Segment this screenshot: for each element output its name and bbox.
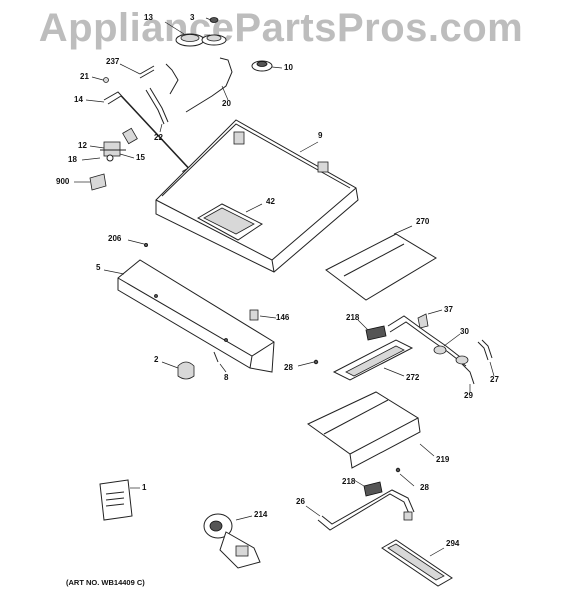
- part-13-burner[interactable]: [164, 21, 205, 47]
- part-219-oven-bottom[interactable]: [307, 391, 435, 469]
- part-218-orifice-lower[interactable]: [353, 479, 383, 497]
- callout-13: 13: [144, 13, 153, 22]
- part-206-screw[interactable]: [127, 239, 148, 247]
- callout-218-upper: 218: [346, 313, 360, 322]
- callout-8: 8: [224, 373, 229, 382]
- watermark-text: AppliancePartsPros.com: [38, 6, 524, 50]
- callout-294: 294: [446, 539, 460, 548]
- part-28-screw-upper[interactable]: [297, 359, 319, 367]
- part-10-burner[interactable]: [251, 60, 283, 72]
- callout-218-lower: 218: [342, 477, 356, 486]
- part-22-tube[interactable]: [145, 87, 169, 133]
- callout-37: 37: [444, 305, 453, 314]
- callout-29: 29: [464, 391, 473, 400]
- callout-206: 206: [108, 234, 122, 243]
- part-27-gas-line[interactable]: [477, 339, 495, 377]
- art-number: (ART NO. WB14409 C): [66, 578, 145, 587]
- part-20-tube[interactable]: [165, 57, 233, 113]
- part-214-regulator[interactable]: [203, 513, 261, 569]
- callout-28-lower: 28: [420, 483, 429, 492]
- callout-2: 2: [154, 355, 159, 364]
- part-2-knob[interactable]: [161, 361, 195, 380]
- callout-42: 42: [266, 197, 275, 206]
- callout-270: 270: [416, 217, 430, 226]
- callout-12: 12: [78, 141, 87, 150]
- callout-1: 1: [142, 483, 147, 492]
- callout-28-upper: 28: [284, 363, 293, 372]
- part-1-literature[interactable]: [99, 479, 140, 521]
- callout-18: 18: [68, 155, 77, 164]
- part-12-valve[interactable]: [81, 141, 135, 162]
- part-8-screw[interactable]: [213, 351, 227, 373]
- callout-22: 22: [154, 133, 163, 142]
- callout-20: 20: [222, 99, 231, 108]
- callout-26: 26: [296, 497, 305, 506]
- part-270-deflector[interactable]: [325, 225, 437, 301]
- part-30-tube[interactable]: [387, 315, 469, 367]
- part-3-cap[interactable]: [201, 17, 227, 46]
- part-42-pan[interactable]: [196, 203, 263, 241]
- callout-30: 30: [460, 327, 469, 336]
- callout-237: 237: [106, 57, 120, 66]
- callout-146: 146: [276, 313, 290, 322]
- callout-900: 900: [56, 177, 70, 186]
- part-146-clip[interactable]: [249, 309, 277, 321]
- callout-27: 27: [490, 375, 499, 384]
- callout-21: 21: [80, 72, 89, 81]
- callout-14: 14: [74, 95, 83, 104]
- part-29-elbow[interactable]: [461, 363, 475, 392]
- part-21-fitting[interactable]: [91, 76, 109, 83]
- callout-219: 219: [436, 455, 450, 464]
- part-37-spreader[interactable]: [417, 309, 443, 329]
- part-294-cover[interactable]: [381, 539, 453, 587]
- callout-5: 5: [96, 263, 101, 272]
- callout-272: 272: [406, 373, 420, 382]
- part-272-burner[interactable]: [332, 339, 414, 381]
- callout-9: 9: [318, 131, 323, 140]
- callout-10: 10: [284, 63, 293, 72]
- part-9-burner-box[interactable]: [155, 119, 359, 273]
- callout-3: 3: [190, 13, 195, 22]
- callout-15: 15: [136, 153, 145, 162]
- part-28-screw-lower[interactable]: [395, 467, 415, 487]
- part-237-orifice[interactable]: [119, 63, 155, 79]
- part-900-bracket[interactable]: [74, 173, 107, 191]
- callout-214: 214: [254, 510, 268, 519]
- part-26-tube[interactable]: [305, 489, 415, 531]
- part-5-manifold-panel[interactable]: [103, 259, 275, 373]
- part-218-orifice-upper[interactable]: [357, 319, 387, 341]
